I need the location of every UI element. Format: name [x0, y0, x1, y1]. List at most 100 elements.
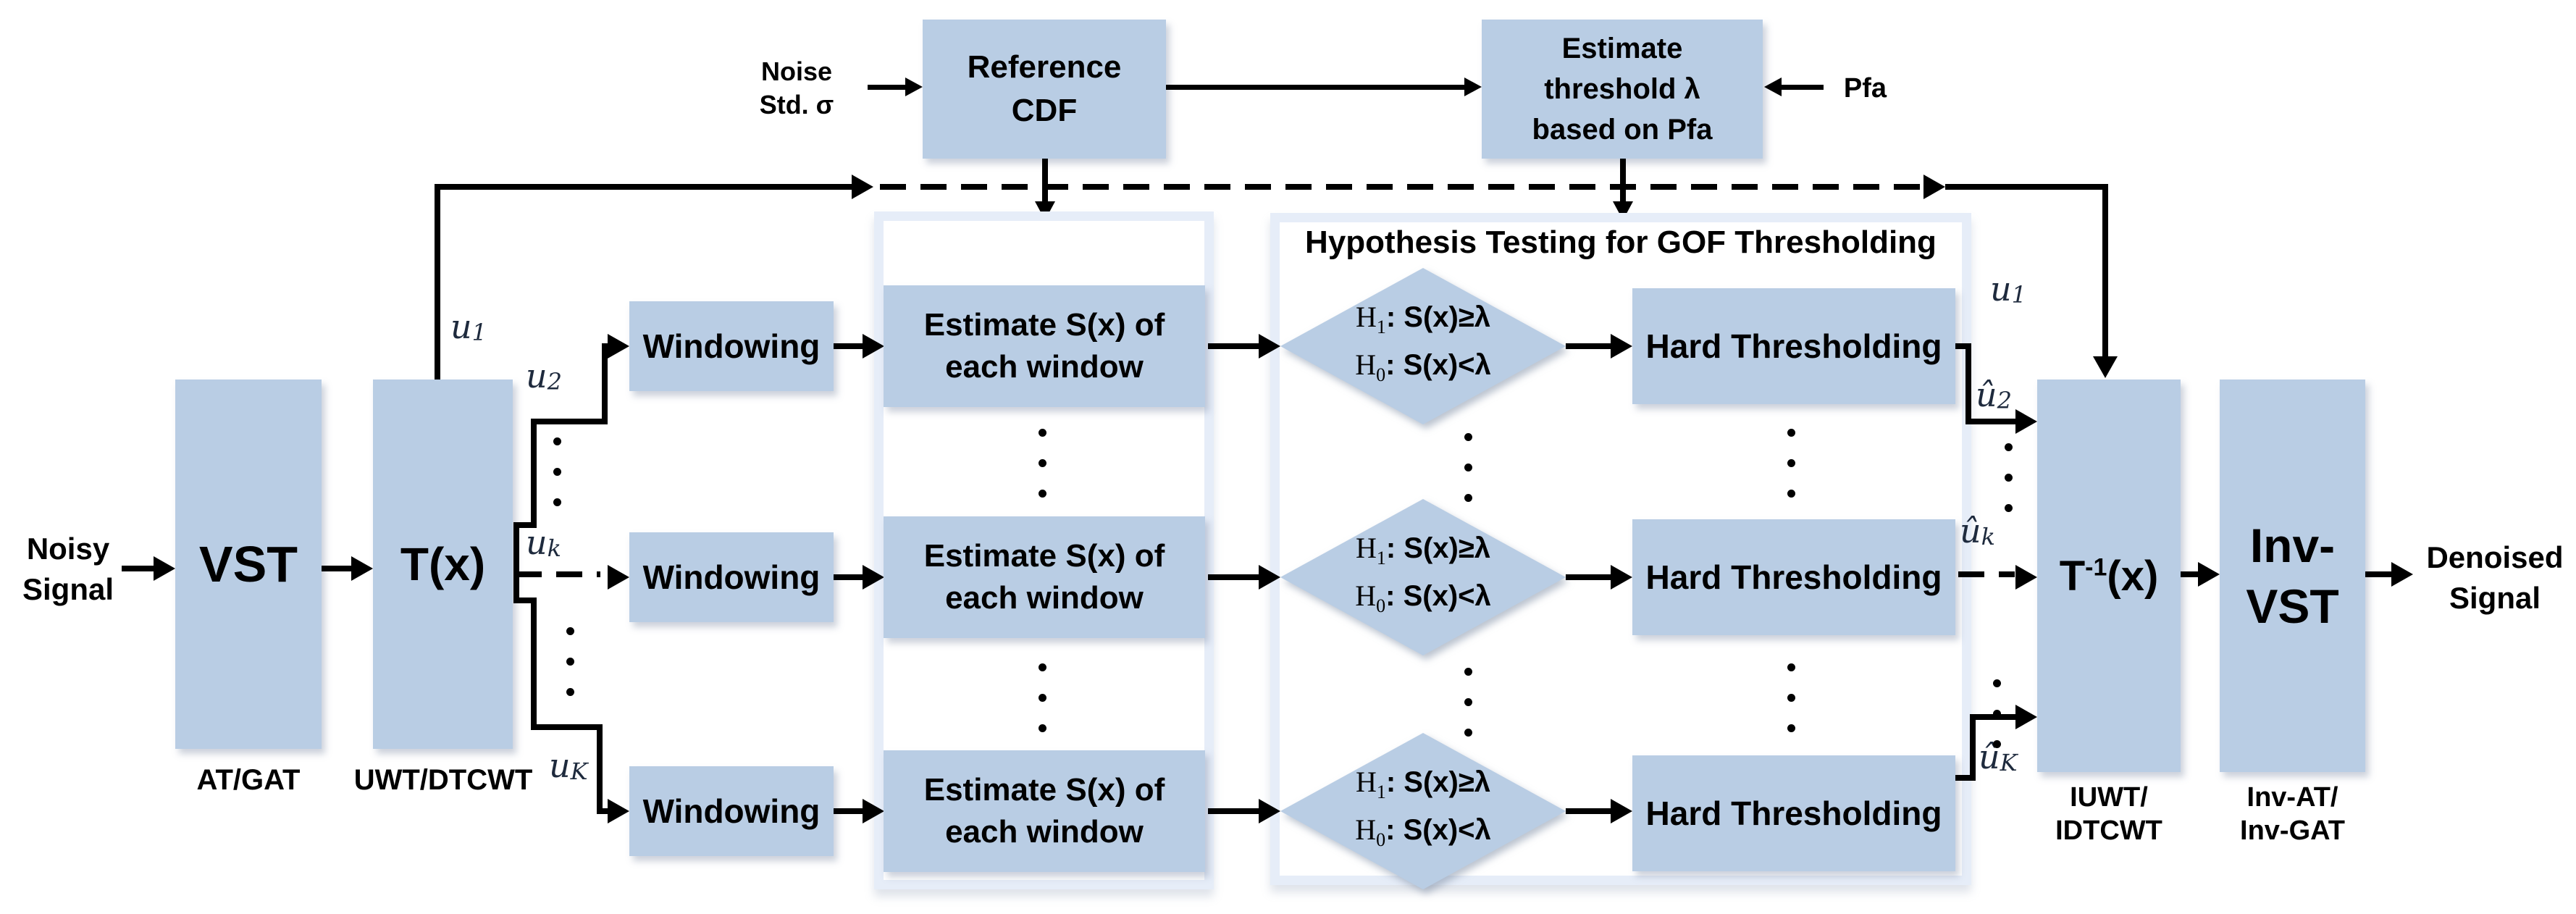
- estimate-block-K: Estimate S(x) of each window: [884, 750, 1205, 872]
- estimate-k-line1: Estimate S(x) of: [923, 538, 1165, 574]
- fanout-jog-bottom: [513, 598, 537, 603]
- u1-right-head: u: [1990, 269, 2012, 309]
- u2hat-sub: 2: [1997, 387, 2012, 414]
- u1-bypass-drop-line: [2102, 187, 2108, 358]
- arrow-dia-hard-1-head: [1611, 334, 1632, 359]
- arrow-noisy-to-vst-line: [122, 566, 155, 571]
- fanout-bottom-horizontal: [531, 724, 603, 730]
- diamond-dots-upper: [1464, 433, 1472, 502]
- inv-vst-line1: Inv-: [2249, 519, 2336, 572]
- collector-uKhat-horizontal: [1970, 714, 2018, 720]
- arrow-vst-to-tx-line: [322, 566, 351, 571]
- arrow-est-dia-1-line: [1208, 343, 1259, 349]
- hypothesis-diamond-1: H1: S(x)≥λ H0: S(x)<λ: [1280, 268, 1566, 424]
- u1-bypass-mid-head: [852, 175, 873, 199]
- estimate-1-line1: Estimate S(x) of: [923, 307, 1165, 343]
- arrow-win-est-K-head: [863, 799, 884, 823]
- windowing-block-k: Windowing: [629, 532, 834, 622]
- vst-text: VST: [198, 536, 298, 592]
- uk-head: u: [526, 523, 547, 562]
- tx-sub-text: UWT/DTCWT: [353, 763, 533, 796]
- fanout-uK-head: [608, 799, 629, 823]
- arrow-win-est-K-line: [834, 808, 863, 814]
- fanout-bus-seg2: [513, 522, 519, 603]
- collector-dots-upper: [2005, 443, 2013, 512]
- fanout-uk-head: [608, 565, 629, 590]
- collector-u2hat-stub: [1955, 343, 1971, 349]
- t-inverse-sub-label: IUWT/ IDTCWT: [2037, 781, 2181, 847]
- collector-uKhat-vertical: [1970, 717, 1976, 781]
- diamond-k-h0: H0: S(x)<λ: [1355, 579, 1491, 616]
- fanout-jog-top: [513, 522, 537, 528]
- arrow-threshold-down-line: [1620, 159, 1626, 202]
- diamond-k-h1: H1: S(x)≥λ: [1355, 532, 1491, 569]
- estimate-dots-lower: [1039, 663, 1046, 732]
- denoised-line2: Signal: [2449, 580, 2541, 615]
- arrow-noise-to-refcdf-line: [868, 85, 905, 90]
- fanout-bus-seg1: [531, 419, 537, 528]
- u1-bypass-drop-head: [2093, 356, 2118, 378]
- t-inverse-block: T-1(x): [2037, 380, 2181, 772]
- windowing-text-k: Windowing: [642, 558, 821, 596]
- diamond-shape-K: H1: S(x)≥λ H0: S(x)<λ: [1280, 733, 1566, 889]
- ukhat-sub: k: [1981, 523, 1996, 550]
- estimate-K-line2: each window: [945, 814, 1144, 850]
- denoised-signal-label: Denoised Signal: [2415, 536, 2575, 619]
- hard-thresholding-block-1: Hard Thresholding: [1632, 288, 1955, 404]
- reference-cdf-line1: Reference: [967, 49, 1122, 85]
- collector-ukhat-dashed: [1958, 571, 2015, 577]
- u2-head: u: [526, 356, 547, 395]
- arrow-win-est-1-line: [834, 343, 863, 349]
- reference-cdf-line2: CDF: [1011, 93, 1078, 128]
- ukhat-head: û: [1960, 511, 1981, 550]
- denoised-line1: Denoised: [2426, 540, 2564, 574]
- hypothesis-diamond-K: H1: S(x)≥λ H0: S(x)<λ: [1280, 733, 1566, 889]
- hard-dots-lower: [1787, 663, 1795, 732]
- uK-sub: K: [570, 758, 588, 785]
- u2-sub: 2: [547, 368, 562, 395]
- estimate-K-line1: Estimate S(x) of: [923, 772, 1165, 808]
- arrow-dia-hard-1-line: [1566, 343, 1611, 349]
- uK-head: u: [549, 746, 571, 785]
- fanout-dots-lower: [566, 627, 574, 696]
- estimate-dots-upper: [1039, 429, 1046, 498]
- fanout-uK-stub: [597, 808, 608, 814]
- arrow-dia-hard-K-line: [1566, 808, 1611, 814]
- arrow-est-dia-K-line: [1208, 808, 1259, 814]
- u1-bypass-right-line: [1945, 184, 2108, 190]
- u1-bypass-rise-line: [435, 187, 440, 381]
- windowing-block-1: Windowing: [629, 301, 834, 391]
- arrow-refcdf-to-threshold-line: [1166, 85, 1464, 90]
- uKhat-sub: K: [2000, 749, 2018, 776]
- arrow-invvst-to-out-line: [2365, 571, 2391, 577]
- reference-cdf-block: Reference CDF: [923, 20, 1166, 159]
- noise-std-line1: Noise: [760, 56, 833, 86]
- diamond-K-h1: H1: S(x)≥λ: [1355, 766, 1491, 802]
- arrow-est-dia-K-head: [1259, 799, 1280, 823]
- arrow-dia-hard-k-head: [1611, 565, 1632, 590]
- arrow-pfa-to-threshold-head: [1764, 77, 1782, 96]
- arrow-est-dia-k-head: [1259, 565, 1280, 590]
- inv-vst-line2: VST: [2246, 579, 2339, 633]
- fanout-u2-horizontal: [536, 419, 608, 424]
- windowing-block-K: Windowing: [629, 766, 834, 856]
- t-inverse-sub-line2: IDTCWT: [2055, 816, 2162, 846]
- hard-text-k: Hard Thresholding: [1645, 558, 1942, 596]
- fanout-bus-seg3: [531, 598, 537, 730]
- fanout-dots-upper: [553, 437, 561, 506]
- vst-block: VST: [175, 380, 322, 749]
- arrow-dia-hard-K-head: [1611, 799, 1632, 823]
- u1-bypass-dashed-head: [1923, 175, 1945, 199]
- hard-text-K: Hard Thresholding: [1645, 794, 1942, 832]
- estimate-1-line2: each window: [945, 349, 1144, 385]
- tx-block: T(x): [373, 380, 513, 749]
- t-inverse-sub-line1: IUWT/: [2070, 782, 2148, 813]
- collector-u2hat-horizontal: [1965, 419, 2018, 424]
- arrow-tinv-to-invvst-head: [2198, 562, 2220, 587]
- noisy-line1: Noisy: [26, 531, 110, 566]
- collector-uKhat-stub: [1955, 775, 1976, 781]
- noise-std-label: Noise Std. σ: [728, 52, 865, 125]
- hard-thresholding-block-K: Hard Thresholding: [1632, 755, 1955, 871]
